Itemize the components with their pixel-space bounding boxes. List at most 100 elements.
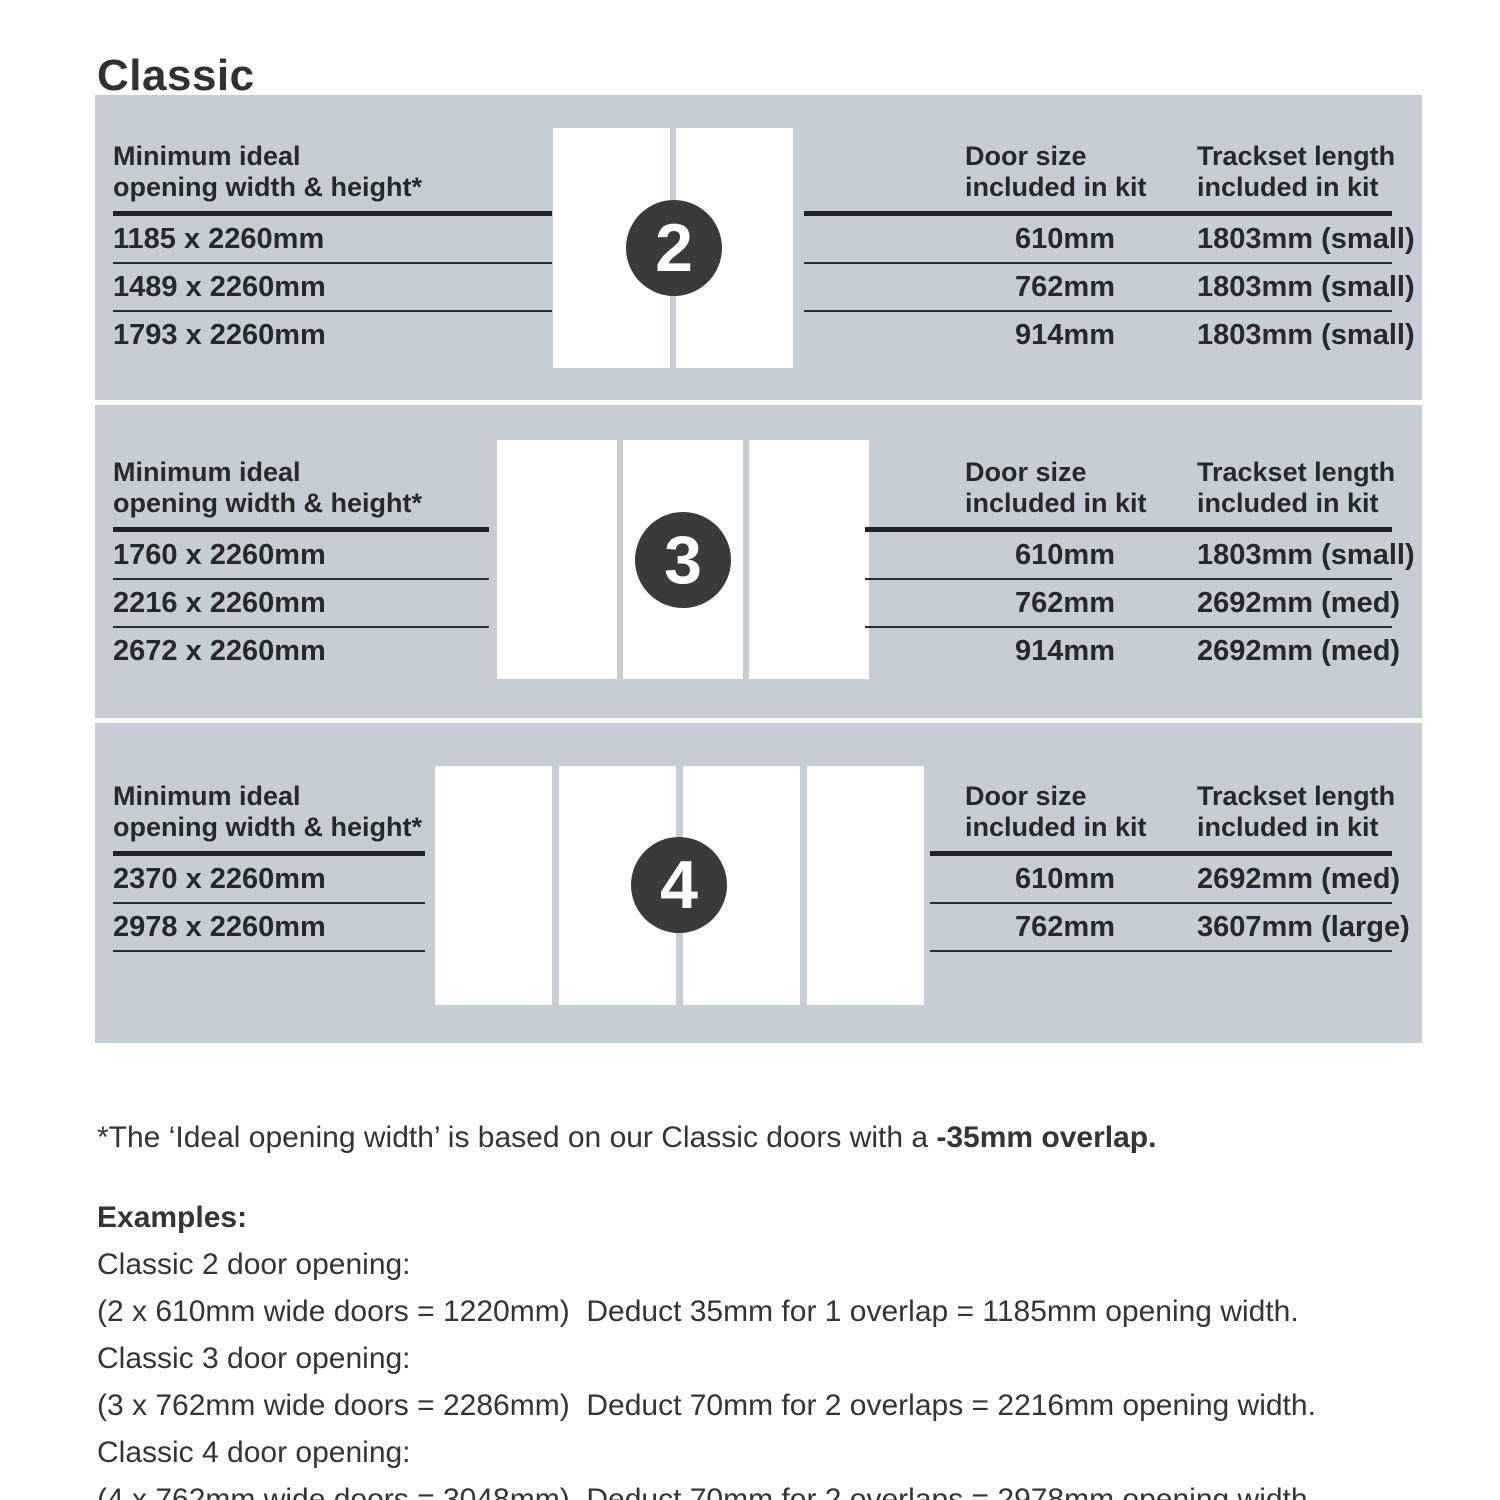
door-size-cell: 610mm bbox=[1015, 863, 1115, 895]
row-divider bbox=[113, 578, 489, 580]
opening-column-header: Minimum ideal opening width & height* bbox=[113, 779, 425, 843]
page-title: Classic bbox=[97, 51, 255, 101]
opening-size-table: Minimum ideal opening width & height* 17… bbox=[113, 455, 489, 674]
examples-heading: Examples: bbox=[97, 1201, 248, 1234]
door-size-cell: 762mm bbox=[1015, 587, 1115, 619]
door-diagram-4: 4 bbox=[435, 766, 924, 1005]
opening-size-cell: 1185 x 2260mm bbox=[113, 223, 325, 255]
kit-table: Door size included in kit Trackset lengt… bbox=[930, 779, 1410, 952]
door-size-header-line1: Door size bbox=[965, 141, 1087, 171]
row-divider bbox=[804, 262, 1392, 264]
door-panel bbox=[749, 440, 869, 679]
header-rule bbox=[930, 851, 1392, 856]
opening-column-header: Minimum ideal opening width & height* bbox=[113, 139, 552, 203]
door-size-cell: 610mm bbox=[1015, 223, 1115, 255]
door-count-badge: 2 bbox=[626, 200, 722, 296]
trackset-length-cell: 2692mm (med) bbox=[1197, 587, 1401, 619]
spec-panel-4-door: Minimum ideal opening width & height* 23… bbox=[95, 723, 1422, 1043]
header-rule bbox=[113, 527, 489, 532]
row-divider bbox=[113, 902, 425, 904]
row-divider bbox=[804, 310, 1392, 312]
trackset-header-line1: Trackset length bbox=[1197, 141, 1396, 171]
door-size-header-line1: Door size bbox=[965, 781, 1087, 811]
door-size-cell: 610mm bbox=[1015, 539, 1115, 571]
example-label: Classic 3 door opening: bbox=[97, 1342, 411, 1375]
trackset-header-line2: included in kit bbox=[1197, 172, 1379, 202]
row-divider bbox=[113, 950, 425, 952]
footnote-text: *The ‘Ideal opening width’ is based on o… bbox=[97, 1121, 937, 1154]
door-panel bbox=[497, 440, 617, 679]
trackset-length-cell: 2692mm (med) bbox=[1197, 863, 1401, 895]
row-divider bbox=[865, 578, 1392, 580]
example-detail: (2 x 610mm wide doors = 1220mm) Deduct 3… bbox=[97, 1295, 1299, 1328]
door-size-cell: 762mm bbox=[1015, 271, 1115, 303]
trackset-column-header: Trackset length included in kit bbox=[1197, 455, 1396, 519]
opening-size-cell: 1760 x 2260mm bbox=[113, 539, 326, 571]
trackset-header-line2: included in kit bbox=[1197, 488, 1379, 518]
door-count-badge: 3 bbox=[635, 512, 731, 608]
opening-header-line1: Minimum ideal bbox=[113, 781, 301, 811]
header-rule bbox=[865, 527, 1392, 532]
spec-panel-2-door: Minimum ideal opening width & height* 11… bbox=[95, 95, 1422, 400]
door-diagram-3: 3 bbox=[497, 440, 869, 679]
opening-size-cell: 2672 x 2260mm bbox=[113, 635, 326, 667]
door-size-cell: 914mm bbox=[1015, 319, 1115, 351]
door-size-column-header: Door size included in kit bbox=[965, 455, 1148, 519]
opening-size-table: Minimum ideal opening width & height* 23… bbox=[113, 779, 425, 952]
trackset-header-line1: Trackset length bbox=[1197, 457, 1396, 487]
door-size-column-header: Door size included in kit bbox=[965, 139, 1148, 203]
example-label: Classic 4 door opening: bbox=[97, 1436, 411, 1469]
opening-size-cell: 2370 x 2260mm bbox=[113, 863, 326, 895]
row-divider bbox=[113, 626, 489, 628]
kit-table: Door size included in kit Trackset lengt… bbox=[804, 139, 1415, 358]
opening-header-line2: opening width & height* bbox=[113, 488, 422, 518]
trackset-length-cell: 3607mm (large) bbox=[1197, 911, 1410, 943]
door-size-cell: 914mm bbox=[1015, 635, 1115, 667]
trackset-column-header: Trackset length included in kit bbox=[1197, 779, 1396, 843]
kit-table: Door size included in kit Trackset lengt… bbox=[865, 455, 1415, 674]
row-divider bbox=[930, 950, 1392, 952]
header-rule bbox=[804, 211, 1392, 216]
row-divider bbox=[113, 310, 552, 312]
door-size-column-header: Door size included in kit bbox=[965, 779, 1148, 843]
opening-column-header: Minimum ideal opening width & height* bbox=[113, 455, 489, 519]
example-detail: (4 x 762mm wide doors = 3048mm) Deduct 7… bbox=[97, 1483, 1316, 1500]
example-detail: (3 x 762mm wide doors = 2286mm) Deduct 7… bbox=[97, 1389, 1316, 1422]
door-size-header-line2: included in kit bbox=[965, 812, 1147, 842]
door-panel bbox=[435, 766, 552, 1005]
trackset-column-header: Trackset length included in kit bbox=[1197, 139, 1396, 203]
opening-header-line1: Minimum ideal bbox=[113, 457, 301, 487]
door-diagram-2: 2 bbox=[553, 128, 793, 368]
trackset-header-line2: included in kit bbox=[1197, 812, 1379, 842]
header-rule bbox=[113, 851, 425, 856]
trackset-length-cell: 1803mm (small) bbox=[1197, 271, 1415, 303]
trackset-header-line1: Trackset length bbox=[1197, 781, 1396, 811]
door-size-cell: 762mm bbox=[1015, 911, 1115, 943]
door-size-header-line2: included in kit bbox=[965, 172, 1147, 202]
row-divider bbox=[930, 902, 1392, 904]
opening-header-line1: Minimum ideal bbox=[113, 141, 301, 171]
spec-panels: Minimum ideal opening width & height* 11… bbox=[95, 95, 1422, 1048]
trackset-length-cell: 1803mm (small) bbox=[1197, 539, 1415, 571]
opening-size-cell: 1489 x 2260mm bbox=[113, 271, 326, 303]
opening-header-line2: opening width & height* bbox=[113, 172, 422, 202]
row-divider bbox=[865, 626, 1392, 628]
notes-section: *The ‘Ideal opening width’ is based on o… bbox=[97, 1088, 1437, 1500]
trackset-length-cell: 1803mm (small) bbox=[1197, 319, 1415, 351]
door-size-header-line1: Door size bbox=[965, 457, 1087, 487]
opening-size-cell: 2216 x 2260mm bbox=[113, 587, 326, 619]
trackset-length-cell: 2692mm (med) bbox=[1197, 635, 1401, 667]
row-divider bbox=[113, 262, 552, 264]
door-panel bbox=[807, 766, 924, 1005]
opening-size-cell: 2978 x 2260mm bbox=[113, 911, 326, 943]
footnote: *The ‘Ideal opening width’ is based on o… bbox=[97, 1118, 1437, 1158]
door-size-header-line2: included in kit bbox=[965, 488, 1147, 518]
example-label: Classic 2 door opening: bbox=[97, 1248, 411, 1281]
opening-size-cell: 1793 x 2260mm bbox=[113, 319, 326, 351]
opening-header-line2: opening width & height* bbox=[113, 812, 422, 842]
trackset-length-cell: 1803mm (small) bbox=[1197, 223, 1415, 255]
opening-size-table: Minimum ideal opening width & height* 11… bbox=[113, 139, 552, 358]
footnote-bold-text: -35mm overlap. bbox=[936, 1121, 1157, 1154]
door-count-badge: 4 bbox=[631, 837, 727, 933]
